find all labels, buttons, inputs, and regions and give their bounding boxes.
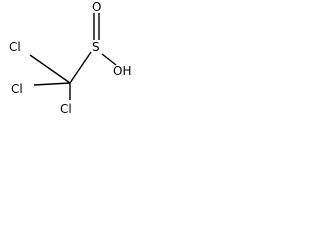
atom-oxygen: O [92,0,101,14]
bond-c-cl-top [29,54,71,84]
atom-cl-left: Cl [11,82,23,96]
bond-s-oh [101,53,117,66]
atom-cl-bottom: Cl [60,102,72,116]
molecule-structure: Cl Cl Cl S O OH [9,0,131,116]
atom-hydroxyl: OH [113,64,131,78]
bond-c-s [69,51,92,84]
bond-c-cl-left [33,82,71,86]
atom-cl-top: Cl [9,40,21,54]
atom-labels: Cl Cl Cl S O OH [9,0,131,116]
atom-sulfur: S [92,40,100,54]
bonds [29,13,117,100]
